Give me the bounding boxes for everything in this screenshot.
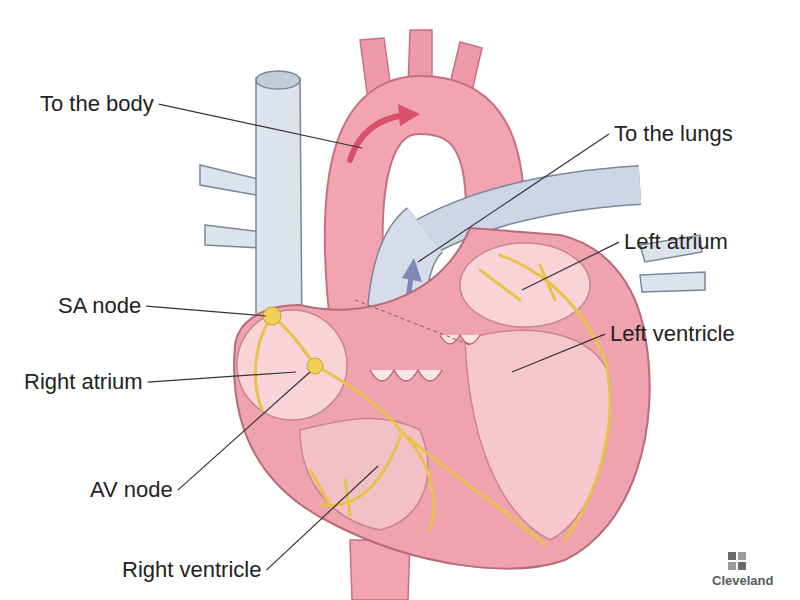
left-atrium-chamber <box>460 243 590 327</box>
av-node <box>307 358 323 374</box>
leader-line <box>159 104 362 148</box>
logo-mark <box>728 552 746 570</box>
part-label: AV node <box>90 478 173 502</box>
vena-cava-opening <box>256 71 300 89</box>
conduction-pathway <box>255 255 610 545</box>
leader-line <box>266 466 378 570</box>
right-ventricle-chamber <box>300 418 428 530</box>
part-label: Right atrium <box>24 370 143 394</box>
vena-cava <box>256 78 302 340</box>
valve <box>370 370 442 381</box>
leader-line <box>148 372 296 382</box>
leader-line <box>512 334 605 372</box>
leader-line <box>146 306 266 316</box>
flow-arrow <box>350 115 405 160</box>
part-label: SA node <box>58 294 141 318</box>
leader-line <box>418 134 609 262</box>
leader-line <box>178 372 310 490</box>
logo-text: Cleveland <box>712 574 773 588</box>
flow-arrowhead <box>398 104 420 126</box>
right-atrium-chamber <box>237 310 347 420</box>
part-label: To the lungs <box>614 122 733 146</box>
left-ventricle-chamber <box>465 330 611 540</box>
part-label: Left ventricle <box>610 322 735 346</box>
valve <box>440 335 480 344</box>
part-label: To the body <box>40 92 154 116</box>
part-label: Left atrium <box>624 230 728 254</box>
leader-line <box>522 242 619 290</box>
part-label: Right ventricle <box>122 558 261 582</box>
heart-outline <box>234 228 650 569</box>
dashed-line <box>355 300 470 345</box>
